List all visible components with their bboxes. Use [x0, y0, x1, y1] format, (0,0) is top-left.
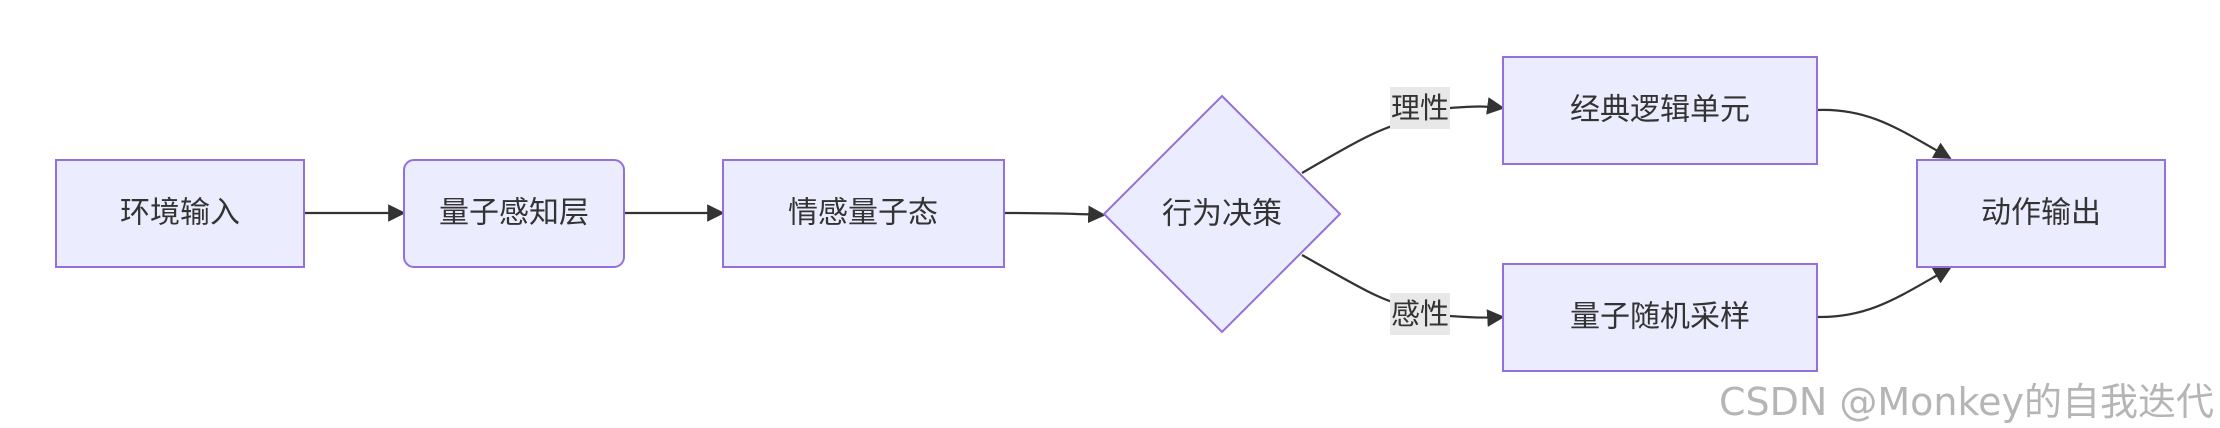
node-perception-label: 量子感知层: [439, 196, 589, 231]
edge-label-emotional: 感性: [1390, 293, 1450, 335]
node-decision-label: 行为决策: [1162, 197, 1282, 232]
watermark: CSDN @Monkey的自我迭代: [1718, 380, 2214, 424]
edge-classical-to-output: [1816, 108, 1952, 159]
node-quantum-sampling[interactable]: 量子随机采样: [1502, 263, 1818, 372]
node-action-output[interactable]: 动作输出: [1916, 159, 2166, 268]
node-env-input-label: 环境输入: [120, 196, 240, 231]
node-perception[interactable]: 量子感知层: [403, 159, 625, 268]
edge-label-rational: 理性: [1390, 87, 1450, 129]
node-decision[interactable]: 行为决策: [1102, 94, 1342, 334]
node-quantum-sampling-label: 量子随机采样: [1570, 300, 1750, 335]
node-env-input[interactable]: 环境输入: [55, 159, 305, 268]
node-emotion-state-label: 情感量子态: [788, 196, 938, 231]
edge-emotion-to-decision: [1003, 205, 1106, 224]
edge-sampling-to-output: [1816, 267, 1952, 319]
node-classical-logic[interactable]: 经典逻辑单元: [1502, 56, 1818, 165]
emotional-label-text: 感性: [1391, 297, 1449, 331]
rational-label-text: 理性: [1391, 91, 1449, 125]
node-emotion-state[interactable]: 情感量子态: [722, 159, 1005, 268]
node-action-output-label: 动作输出: [1981, 196, 2101, 231]
node-classical-logic-label: 经典逻辑单元: [1570, 93, 1750, 128]
